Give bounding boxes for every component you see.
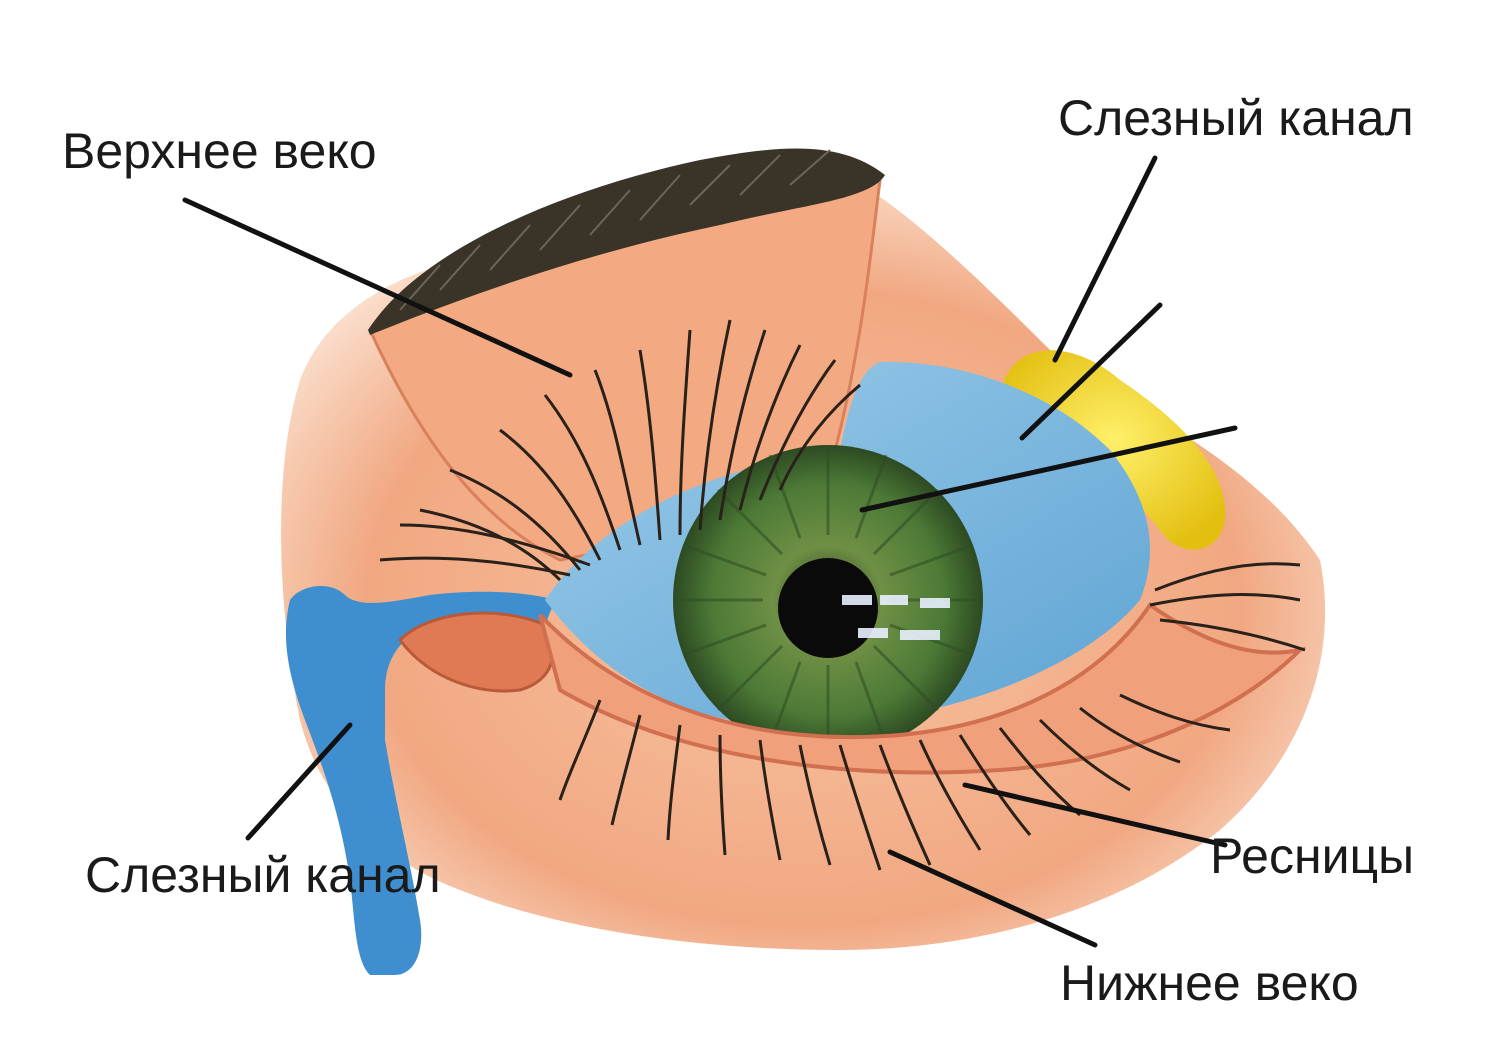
label-upper-eyelid: Верхнее веко — [62, 123, 377, 179]
pupil — [778, 558, 878, 658]
leader-lacrimal-canal-top — [1055, 158, 1155, 360]
label-lacrimal-canal-top: Слезный канал — [1058, 90, 1414, 146]
label-eyelashes: Ресницы — [1210, 828, 1414, 884]
label-lower-eyelid: Нижнее веко — [1060, 955, 1359, 1011]
label-lacrimal-canal-bottom: Слезный канал — [85, 847, 441, 903]
